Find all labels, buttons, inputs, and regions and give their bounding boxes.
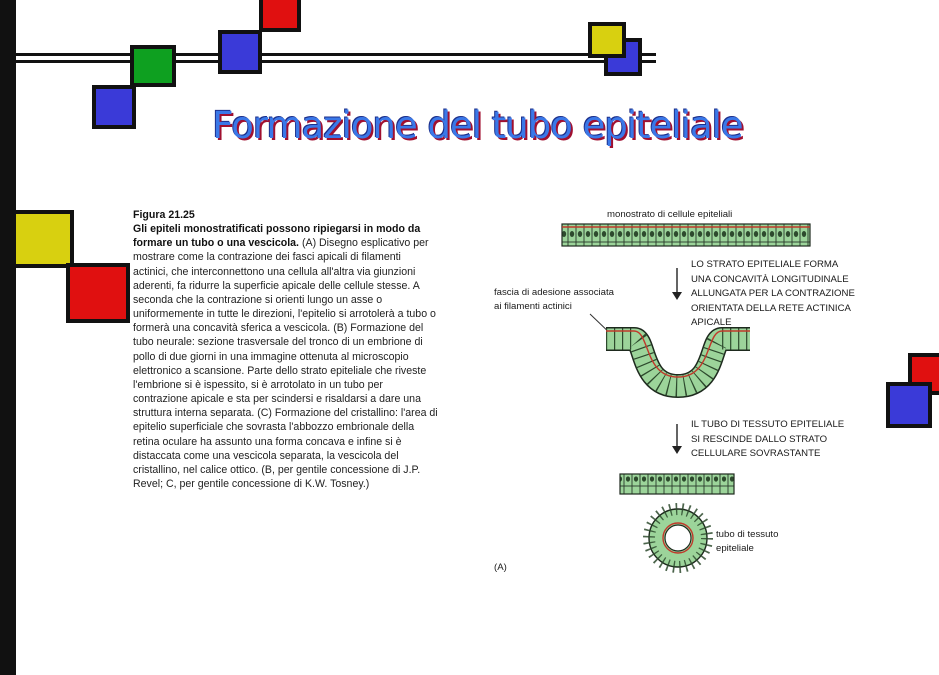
label-tube-line2: epiteliale xyxy=(716,543,754,554)
top-line-lower xyxy=(16,60,656,63)
step2-text: IL TUBO DI TESSUTO EPITELIALE SI RESCIND… xyxy=(691,418,844,462)
arrow-down-2 xyxy=(672,424,682,454)
caption-bold-text: Gli epiteli monostratificati possono rip… xyxy=(133,223,421,250)
label-monolayer: monostrato di cellule epiteliali xyxy=(607,209,733,220)
label-tube-line1: tubo di tessuto xyxy=(716,529,779,540)
blue-square-top xyxy=(218,30,262,74)
label-tube: tubo di tessuto epiteliale xyxy=(716,528,778,556)
adhesion-pointer xyxy=(589,313,615,338)
arrow-down-1 xyxy=(672,268,682,300)
label-adhesion-line2: ai filamenti actinici xyxy=(494,301,572,312)
step1-line: APICALE xyxy=(691,317,732,329)
slide-title: Formazione del tubo epiteliale xyxy=(212,104,743,147)
yellow-square-left xyxy=(16,210,74,268)
caption-body-text: (A) Disegno esplicativo per mostrare com… xyxy=(133,237,438,490)
epithelial-tube xyxy=(643,503,713,573)
monolayer-sheet xyxy=(561,223,811,247)
separated-sheet xyxy=(619,473,735,495)
blue-square-right xyxy=(886,382,932,428)
top-line xyxy=(16,53,656,56)
step1-line: ALLUNGATA PER LA CONTRAZIONE xyxy=(691,288,855,300)
figure-caption: Figura 21.25 Gli epiteli monostratificat… xyxy=(133,208,439,491)
label-adhesion: fascia di adesione associata ai filament… xyxy=(494,286,614,314)
blue-square-left xyxy=(92,85,136,129)
figure-label: Figura 21.25 xyxy=(133,209,195,221)
red-square-left xyxy=(66,263,130,323)
panel-label: (A) xyxy=(494,562,507,573)
slide: Formazione del tubo epiteliale Figura 21… xyxy=(16,0,939,675)
label-adhesion-line1: fascia di adesione associata xyxy=(494,287,614,298)
red-square-top xyxy=(259,0,301,32)
folding-epithelium xyxy=(606,327,750,398)
step2-line: SI RESCINDE DALLO STRATO xyxy=(691,433,828,445)
step2-line: IL TUBO DI TESSUTO EPITELIALE xyxy=(691,419,845,430)
step2-line: CELLULARE SOVRASTANTE xyxy=(691,448,821,460)
green-square xyxy=(130,45,176,87)
step1-line: ORIENTATA DELLA RETE ACTINICA xyxy=(691,302,851,314)
step1-line: UNA CONCAVITÀ LONGITUDINALE xyxy=(691,273,849,285)
step1-line: LO STRATO EPITELIALE FORMA xyxy=(691,259,839,270)
step1-text: LO STRATO EPITELIALE FORMA UNA CONCAVITÀ… xyxy=(691,258,855,331)
yellow-square-top xyxy=(588,22,626,58)
